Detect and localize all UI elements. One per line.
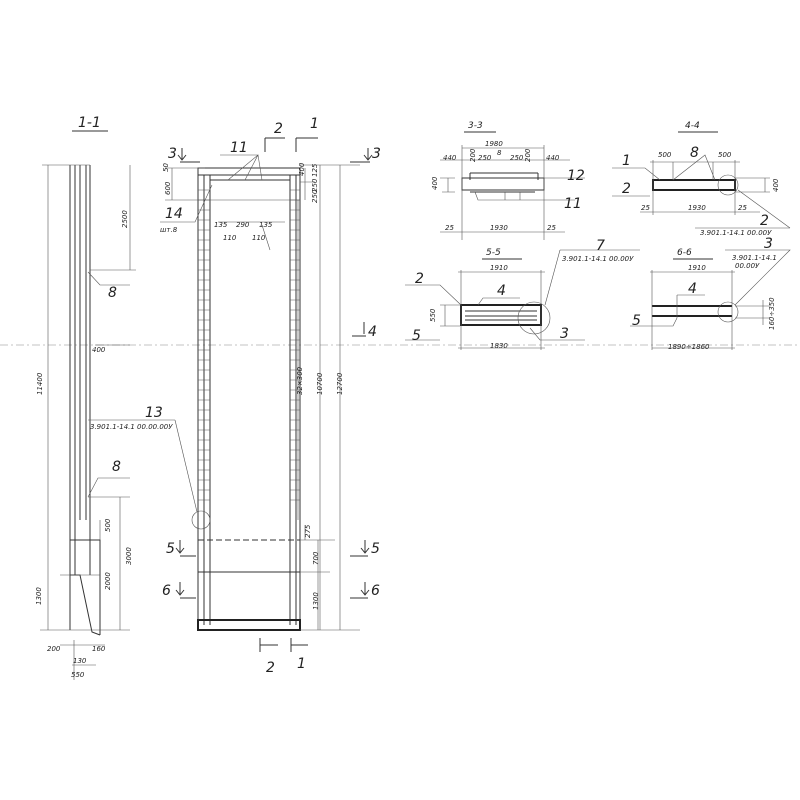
callout-7-ref: 3.901.1-14.1 00.00У (562, 255, 634, 263)
callout-4: 4 (497, 283, 506, 299)
callout-11: 11 (230, 140, 248, 156)
dim-550: 550 (429, 308, 437, 322)
dim-200-right: 200 (524, 148, 532, 162)
section-3-3-title: 3-3 (468, 121, 483, 131)
section-6-6: 6-6 1910 3 3.901.1-14.1 00.00У 4 5 160÷3… (630, 236, 791, 351)
dim-50: 50 (162, 163, 170, 172)
section-4-4-title: 4-4 (685, 121, 700, 131)
dim-500: 500 (104, 518, 112, 532)
callout-2: 2 (415, 271, 424, 287)
section-5-5-title: 5-5 (486, 248, 501, 258)
dim-290: 290 (236, 221, 250, 229)
dim-12700: 12700 (336, 372, 344, 395)
dim-1300-left: 1300 (35, 587, 43, 605)
dim-25-left: 25 (445, 224, 454, 232)
callout-2-right: 2 (760, 213, 769, 229)
dim-1830: 1830 (490, 342, 508, 350)
dim-110-right: 110 (252, 234, 266, 242)
callout-4: 4 (688, 281, 697, 297)
cut-mark-6-left: 6 (162, 583, 171, 599)
cut-mark-5-left: 5 (166, 541, 175, 557)
callout-3: 3 (764, 236, 773, 252)
dim-250-b: 250 (311, 189, 319, 203)
dim-550: 550 (71, 671, 85, 679)
dim-11400: 11400 (36, 372, 44, 395)
dim-10700: 10700 (316, 372, 324, 395)
dim-700: 700 (312, 551, 320, 565)
dim-1980: 1980 (485, 140, 503, 148)
dim-275: 275 (304, 524, 312, 538)
dim-110-left: 110 (223, 234, 237, 242)
cut-mark-1-bottom: 1 (297, 656, 306, 672)
dim-25-right: 25 (738, 204, 747, 212)
section-5-5: 5-5 1910 7 3.901.1-14.1 00.00У 2 4 550 5… (405, 238, 640, 350)
dim-25-right: 25 (547, 224, 556, 232)
callout-12: 12 (567, 168, 585, 184)
callout-8-bottom: 8 (112, 459, 121, 475)
dim-400: 400 (772, 178, 780, 192)
dim-200-left: 200 (469, 148, 477, 162)
cut-mark-3-left: 3 (168, 146, 177, 162)
dim-1930: 1930 (688, 204, 706, 212)
callout-2-ref: 3.901.1-14.1 00.00У (700, 229, 772, 237)
dim-160-350: 160÷350 (768, 297, 776, 330)
dim-600: 600 (164, 181, 172, 195)
callout-3: 3 (560, 326, 569, 342)
callout-11-section: 11 (564, 196, 582, 212)
section-1-1: 1-1 11400 2500 400 8 8 500 3000 2000 130… (35, 115, 198, 680)
callout-5: 5 (632, 313, 641, 329)
cut-mark-3-right: 3 (372, 146, 381, 162)
dim-25-left: 25 (641, 204, 650, 212)
cut-mark-5-right: 5 (371, 541, 380, 557)
dim-160: 160 (92, 645, 106, 653)
dim-400: 400 (431, 176, 439, 190)
dim-135-left: 135 (214, 221, 228, 229)
dim-200: 200 (47, 645, 61, 653)
dim-500-left: 500 (658, 151, 672, 159)
cut-mark-6-right: 6 (371, 583, 380, 599)
dim-135-right: 135 (259, 221, 273, 229)
dim-400-top: 400 (298, 162, 306, 176)
section-3-3: 3-3 1980 440 200 250 8 250 200 440 400 2… (431, 121, 585, 240)
cut-mark-2-top: 2 (274, 121, 283, 137)
dim-8: 8 (497, 149, 502, 157)
dim-400: 400 (92, 346, 106, 354)
callout-8-top: 8 (108, 285, 117, 301)
front-view: 3 3 2 1 4 5 5 6 6 2 1 11 14 шт.8 50 600 … (160, 116, 381, 676)
callout-3-ref-line2: 00.00У (735, 262, 760, 270)
callout-14: 14 (165, 206, 183, 222)
cut-mark-1-top: 1 (310, 116, 319, 132)
callout-7: 7 (596, 238, 605, 254)
dim-1890-1860: 1890÷1860 (668, 343, 710, 351)
dim-3000: 3000 (125, 547, 133, 565)
cut-mark-2-bottom: 2 (266, 660, 275, 676)
dim-1910: 1910 (688, 264, 706, 272)
callout-13: 13 (145, 405, 163, 421)
section-4-4: 4-4 1 500 8 500 2 400 25 1930 25 2 3.901… (612, 121, 791, 237)
callout-5: 5 (412, 328, 421, 344)
dim-250-right: 250 (510, 154, 524, 162)
dim-440-left: 440 (443, 154, 457, 162)
callout-2: 2 (622, 181, 631, 197)
dim-1930: 1930 (490, 224, 508, 232)
dim-1910: 1910 (490, 264, 508, 272)
dim-2000: 2000 (104, 572, 112, 590)
dim-440-right: 440 (546, 154, 560, 162)
dim-130: 130 (73, 657, 87, 665)
callout-1: 1 (622, 153, 631, 169)
dim-250-a: 250 (311, 178, 319, 192)
section-1-1-title: 1-1 (78, 115, 101, 131)
dim-2500: 2500 (121, 210, 129, 228)
dim-250-left: 250 (478, 154, 492, 162)
callout-8: 8 (690, 145, 699, 161)
cut-mark-4: 4 (368, 324, 377, 340)
callout-13-ref: 3.901.1-14.1 00.00.00У (90, 423, 173, 431)
dim-32x300: 32×300 (296, 366, 304, 395)
callout-3-ref-line1: 3.901.1-14.1 (732, 254, 777, 262)
dim-1300: 1300 (312, 592, 320, 610)
dim-500-right: 500 (718, 151, 732, 159)
section-6-6-title: 6-6 (677, 248, 692, 258)
callout-14-qty: шт.8 (160, 226, 178, 234)
dim-125: 125 (311, 163, 319, 177)
